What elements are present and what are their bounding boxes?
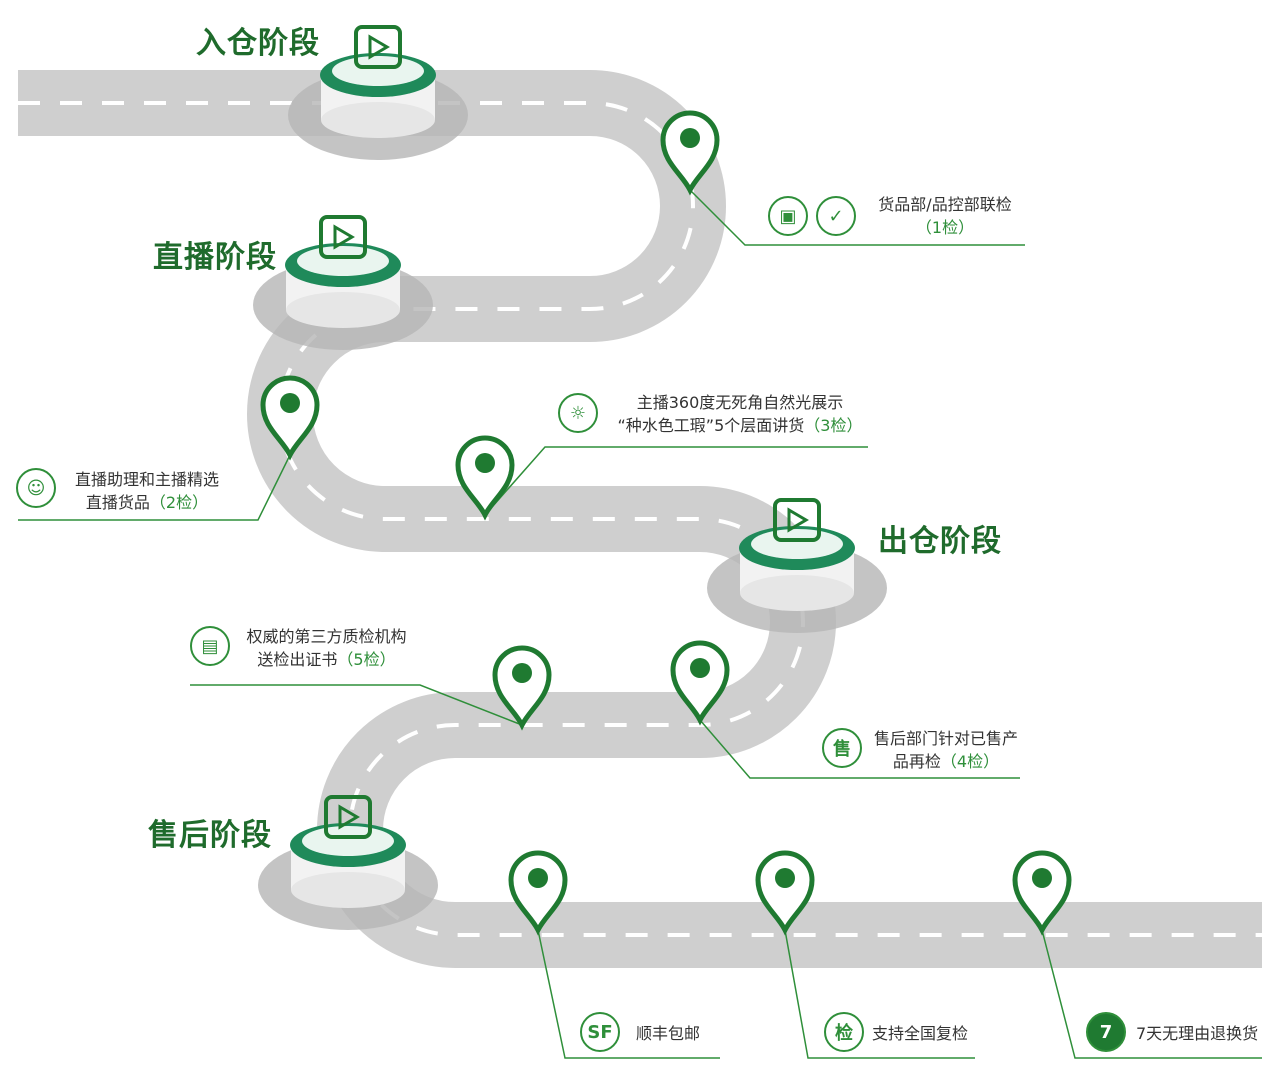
note-text: 品再检 [892, 752, 941, 771]
leader-line-3 [484, 446, 868, 516]
note-check-label: （3检） [804, 416, 863, 435]
customer-group-icon [324, 795, 372, 839]
certificate-icon: ▤ [190, 626, 230, 666]
service-seven-day-return: 7天无理由退换货 [1136, 1024, 1259, 1043]
note-text: “种水色工瑕”5个层面讲货 [617, 416, 805, 435]
note-check-4: 售后部门针对已售产 品再检（4检） [866, 727, 1026, 773]
recheck-icon: 检 [824, 1012, 864, 1052]
shield-sale-icon: 售 [822, 728, 862, 768]
stage-pedestal [707, 498, 887, 633]
stage-pedestal [258, 795, 438, 930]
note-text: 货品部/品控部联检 [878, 195, 1012, 214]
sf-express-icon: SF [580, 1012, 620, 1052]
location-pin-icon [755, 850, 815, 936]
location-pin-icon [670, 640, 730, 726]
note-text: 主播360度无死角自然光展示 [636, 393, 844, 412]
warehouse-out-icon [773, 498, 821, 542]
seven-day-return-icon: 7 [1086, 1012, 1126, 1052]
note-check-1: 货品部/品控部联检 （1检） [860, 193, 1030, 239]
leader-line-4 [699, 719, 1020, 779]
location-pin-icon [660, 110, 720, 196]
note-check-label: （1检） [915, 218, 975, 237]
location-pin-icon [260, 375, 320, 461]
service-free-shipping: 顺丰包邮 [636, 1024, 701, 1043]
leader-line-5 [190, 684, 523, 726]
note-text: 售后部门针对已售产 [873, 729, 1018, 748]
note-check-3: 主播360度无死角自然光展示 “种水色工瑕”5个层面讲货（3检） [605, 391, 875, 437]
leader-line-8 [1041, 929, 1262, 1059]
note-text: 权威的第三方质检机构 [246, 627, 407, 646]
note-check-5: 权威的第三方质检机构 送检出证书（5检） [234, 625, 419, 671]
tv-play-icon [319, 215, 367, 259]
stage-label-livestream: 直播阶段 [153, 240, 277, 275]
stage-label-warehouse-out: 出仓阶段 [878, 524, 1002, 559]
leader-line-1 [689, 189, 1025, 246]
note-text: 送检出证书 [257, 650, 338, 669]
location-pin-icon [1012, 850, 1072, 936]
warehouse-icon [354, 25, 402, 69]
user-star-icon: ☺ [16, 468, 56, 508]
sun-light-icon: ☼ [558, 393, 598, 433]
stage-label-warehouse-in: 入仓阶段 [196, 26, 320, 61]
stage-label-after-sales: 售后阶段 [148, 818, 272, 853]
note-text: 直播货品 [85, 493, 150, 512]
location-pin-icon [492, 645, 552, 731]
note-check-label: （2检） [149, 493, 209, 512]
leader-line-7 [784, 929, 975, 1059]
service-national-recheck: 支持全国复检 [872, 1024, 969, 1043]
location-pin-icon [455, 435, 515, 521]
leader-line-2 [18, 454, 291, 521]
note-check-label: （4检） [940, 752, 1000, 771]
road [18, 70, 1262, 968]
note-text: 直播助理和主播精选 [74, 470, 219, 489]
leader-line-6 [537, 929, 720, 1059]
box-check-icon: ✓ [816, 196, 856, 236]
location-pin-icon [508, 850, 568, 936]
note-check-label: （5检） [337, 650, 396, 669]
note-check-2: 直播助理和主播精选 直播货品（2检） [62, 468, 232, 514]
stage-pedestal [288, 25, 468, 160]
stage-pedestal [253, 215, 433, 350]
box-icon: ▣ [768, 196, 808, 236]
